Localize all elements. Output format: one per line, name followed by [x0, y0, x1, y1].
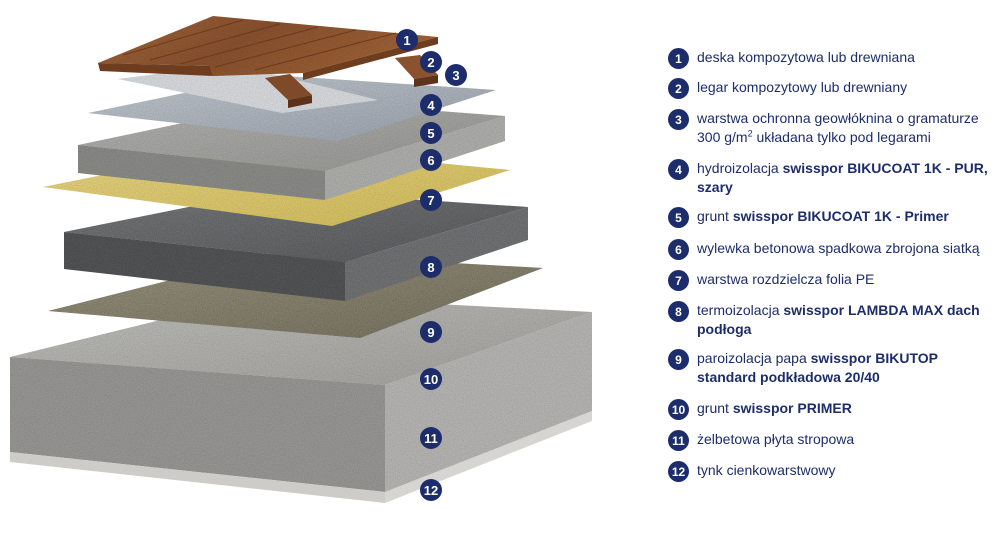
legend-text: grunt swisspor PRIMER: [697, 400, 852, 416]
slab-layer: [10, 295, 592, 503]
layer-stack-diagram: 1 2 3 4 5 6 7 8 9 10 11 12: [10, 16, 592, 503]
legend-number: 4: [668, 159, 689, 180]
badge-number: 1: [403, 33, 410, 48]
legend-item: 4 hydroizolacja swisspor BIKUCOAT 1K - P…: [668, 159, 988, 197]
diagram-badge-12: 12: [420, 479, 442, 501]
badge-number: 5: [427, 126, 434, 141]
legend-text: hydroizolacja swisspor BIKUCOAT 1K - PUR…: [697, 160, 988, 195]
legend-text: termoizolacja swisspor LAMBDA MAX dach p…: [697, 302, 980, 337]
legend-item: 12 tynk cienkowarstwowy: [668, 461, 988, 482]
diagram-badge-5: 5: [420, 122, 442, 144]
badge-number: 12: [424, 483, 438, 498]
legend-item: 1 deska kompozytowa lub drewniana: [668, 48, 988, 69]
legend-item: 10 grunt swisspor PRIMER: [668, 399, 988, 420]
legend-text: warstwa rozdzielcza folia PE: [697, 271, 875, 287]
badge-number: 11: [424, 431, 438, 446]
legend-text: wylewka betonowa spadkowa zbrojona siatk…: [697, 240, 980, 256]
joist-layer: [265, 55, 438, 108]
legend-item: 5 grunt swisspor BIKUCOAT 1K - Primer: [668, 207, 988, 228]
legend-item: 8 termoizolacja swisspor LAMBDA MAX dach…: [668, 301, 988, 339]
legend-number: 9: [668, 349, 689, 370]
legend-number: 6: [668, 239, 689, 260]
diagram-badge-2: 2: [420, 51, 442, 73]
legend-item: 7 warstwa rozdzielcza folia PE: [668, 270, 988, 291]
legend-text: warstwa ochronna geowłóknina o gramaturz…: [697, 110, 979, 145]
legend-item: 9 paroizolacja papa swisspor BIKUTOP sta…: [668, 349, 988, 387]
legend-item: 3 warstwa ochronna geowłóknina o gramatu…: [668, 109, 988, 147]
badge-number: 10: [424, 372, 438, 387]
legend-item: 6 wylewka betonowa spadkowa zbrojona sia…: [668, 239, 988, 260]
badge-number: 7: [427, 193, 434, 208]
legend-number: 2: [668, 78, 689, 99]
geotextile-layer: [118, 64, 378, 113]
badge-number: 9: [427, 325, 434, 340]
legend-number: 1: [668, 48, 689, 69]
decking-layer: [98, 16, 438, 80]
legend-text: żelbetowa płyta stropowa: [697, 431, 855, 447]
legend-text: deska kompozytowa lub drewniana: [697, 49, 915, 65]
diagram-badge-7: 7: [420, 189, 442, 211]
legend-item: 11 żelbetowa płyta stropowa: [668, 430, 988, 451]
diagram-badge-9: 9: [420, 321, 442, 343]
badge-number: 2: [427, 55, 434, 70]
diagram-badge-6: 6: [420, 149, 442, 171]
diagram-badge-8: 8: [420, 256, 442, 278]
legend-text: legar kompozytowy lub drewniany: [697, 79, 908, 95]
badge-number: 6: [427, 153, 434, 168]
diagram-badge-10: 10: [420, 368, 442, 390]
legend-number: 7: [668, 270, 689, 291]
badge-number: 4: [427, 98, 435, 113]
legend-number: 12: [668, 461, 689, 482]
insulation-layer: [64, 190, 528, 301]
diagram-badge-3: 3: [445, 64, 467, 86]
legend-number: 3: [668, 109, 689, 130]
legend-text: tynk cienkowarstwowy: [697, 462, 836, 478]
legend-number: 5: [668, 207, 689, 228]
legend-number: 11: [668, 430, 689, 451]
diagram-badge-11: 11: [420, 427, 442, 449]
diagram-badges: 1 2 3 4 5 6 7 8 9 10 11 12: [396, 29, 467, 501]
legend-item: 2 legar kompozytowy lub drewniany: [668, 78, 988, 99]
legend-number: 10: [668, 399, 689, 420]
badge-number: 3: [452, 68, 459, 83]
legend-text: paroizolacja papa swisspor BIKUTOP stand…: [697, 350, 938, 385]
legend-text: grunt swisspor BIKUCOAT 1K - Primer: [697, 208, 949, 224]
legend-number: 8: [668, 301, 689, 322]
diagram-badge-4: 4: [420, 94, 442, 116]
diagram-badge-1: 1: [396, 29, 418, 51]
badge-number: 8: [427, 260, 434, 275]
